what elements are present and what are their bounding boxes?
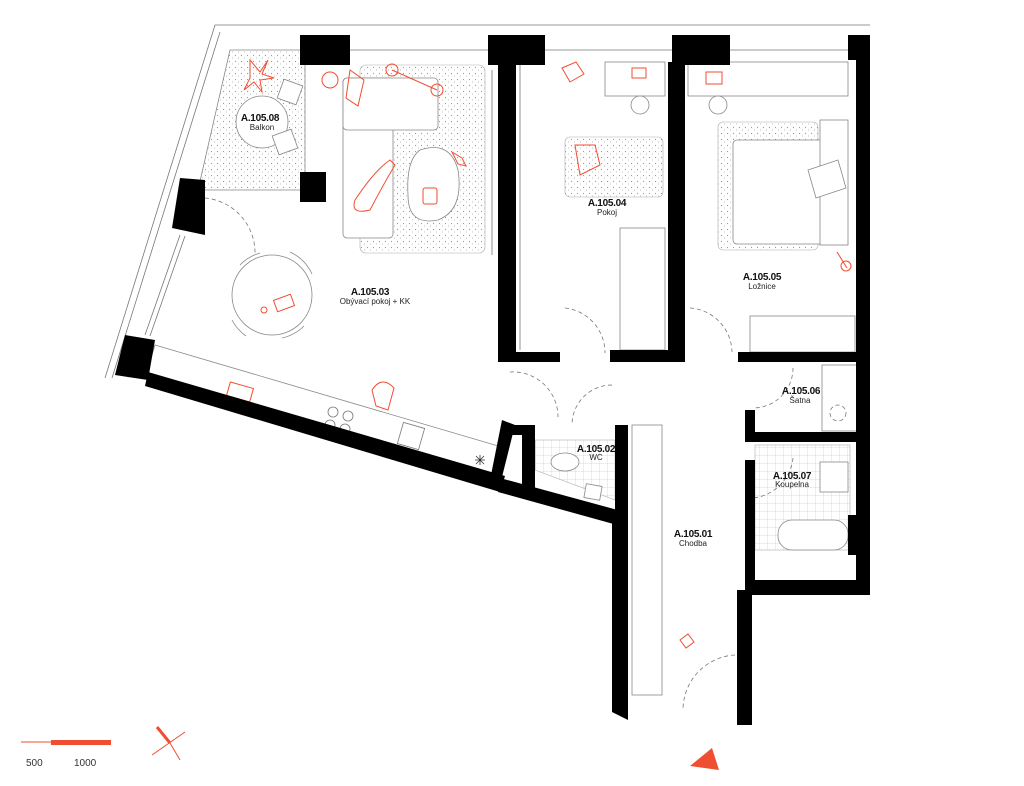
svg-text:A.105.04: A.105.04 (588, 198, 627, 209)
room-label-pokoj: A.105.04 Pokoj (588, 198, 627, 217)
svg-text:A.105.02: A.105.02 (577, 444, 616, 455)
room-label-obyvaci-pokoj: A.105.03 Obývací pokoj + KK (340, 287, 411, 306)
svg-text:A.105.01: A.105.01 (674, 529, 713, 540)
svg-text:Ložnice: Ložnice (748, 282, 776, 291)
svg-text:A.105.06: A.105.06 (782, 386, 821, 397)
svg-text:Chodba: Chodba (679, 539, 708, 548)
room-label-loznice: A.105.05 Ložnice (743, 272, 782, 291)
svg-text:Šatna: Šatna (790, 396, 811, 405)
room-label-balkon: A.105.08 Balkon (241, 113, 280, 132)
walls (115, 35, 870, 725)
svg-text:500: 500 (26, 758, 43, 769)
room-label-wc: A.105.02 WC (577, 444, 616, 462)
room-label-satna: A.105.06 Šatna (782, 386, 821, 405)
svg-text:Obývací pokoj + KK: Obývací pokoj + KK (340, 297, 411, 306)
north-arrow-icon (690, 748, 719, 770)
living-room-furniture (231, 63, 493, 339)
room-label-chodba: A.105.01 Chodba (674, 529, 713, 548)
svg-text:Koupelna: Koupelna (775, 480, 809, 489)
room-pokoj-furniture (519, 61, 666, 351)
room-label-koupelna: A.105.07 Koupelna (773, 471, 812, 489)
svg-text:Pokoj: Pokoj (597, 208, 617, 217)
svg-text:WC: WC (589, 453, 603, 462)
svg-text:A.105.08: A.105.08 (241, 113, 280, 124)
svg-text:1000: 1000 (74, 758, 97, 769)
svg-text:A.105.03: A.105.03 (351, 287, 390, 298)
room-loznice-furniture (687, 61, 856, 353)
svg-text:A.105.05: A.105.05 (743, 272, 782, 283)
svg-text:A.105.07: A.105.07 (773, 471, 812, 482)
wet-rooms (534, 364, 858, 696)
orientation-cross-icon (151, 726, 186, 761)
outer-outline (104, 24, 870, 379)
scale-bar: 500 1000 (21, 740, 111, 769)
door-swings (204, 197, 794, 711)
balcony-area (197, 49, 306, 191)
svg-text:Balkon: Balkon (250, 123, 274, 132)
